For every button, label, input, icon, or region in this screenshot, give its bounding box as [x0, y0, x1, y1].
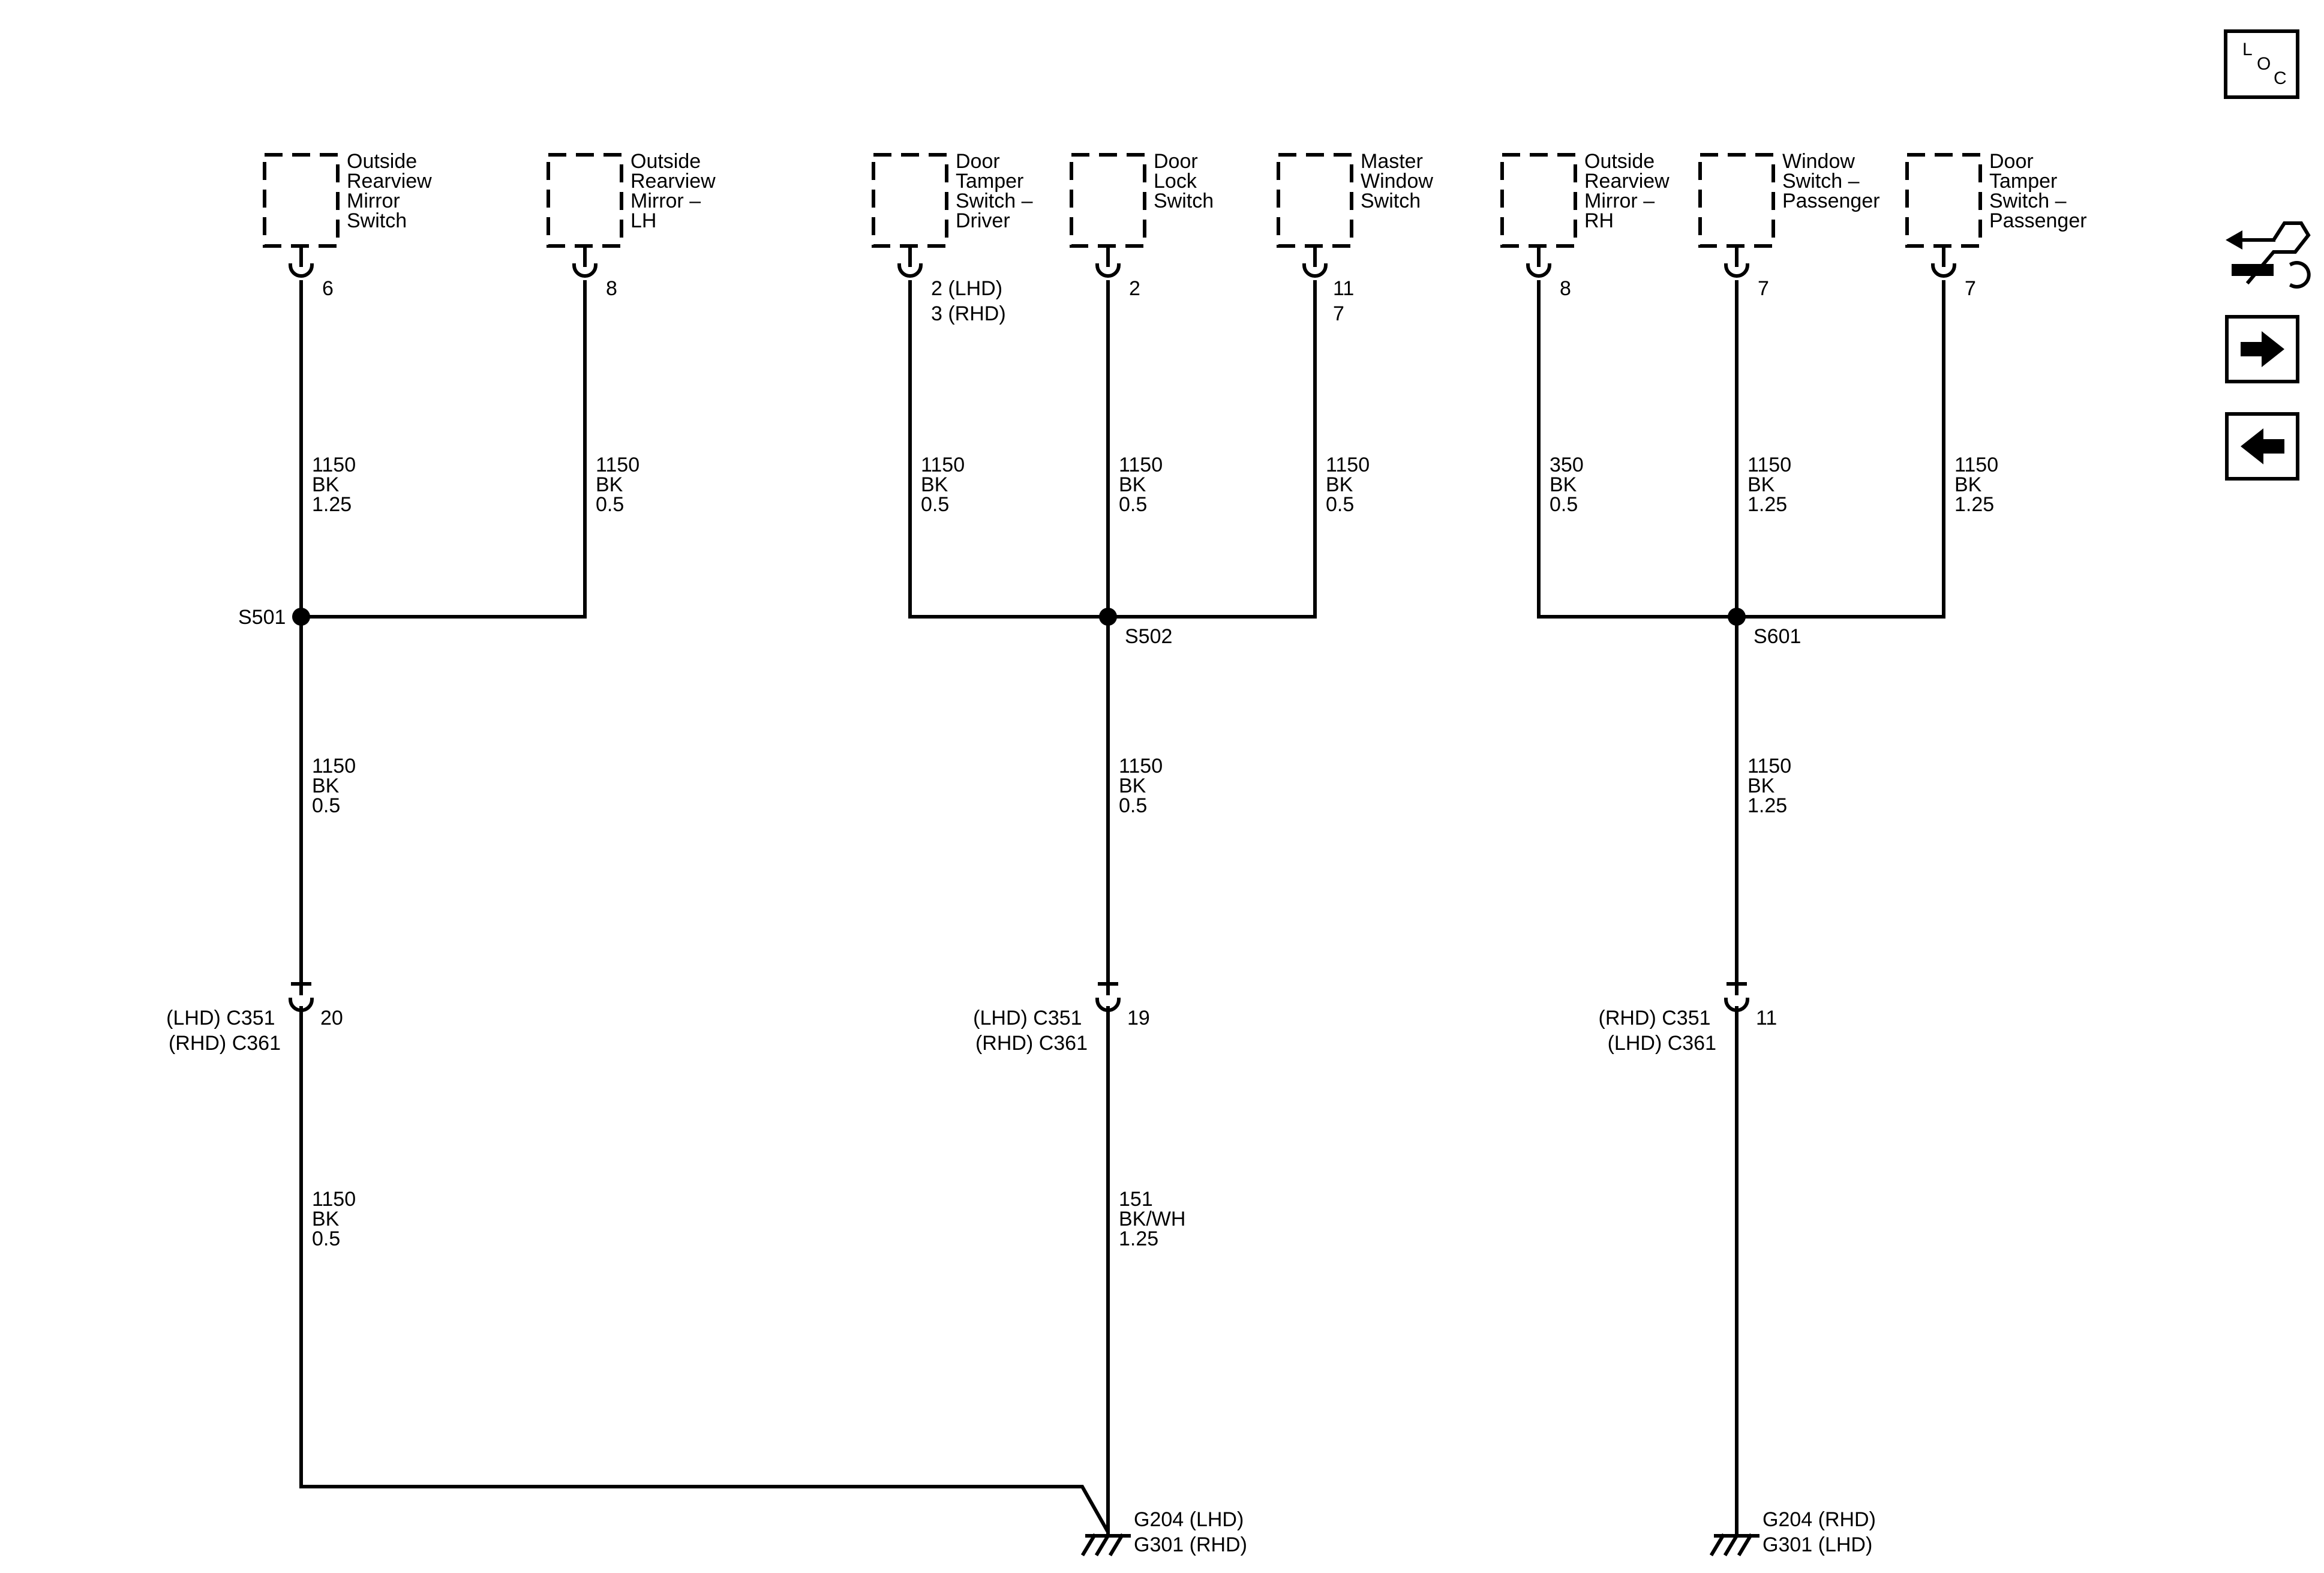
wires [299, 280, 1945, 1538]
component-box[interactable] [1277, 153, 1353, 248]
connector-label: (LHD) C351 (RHD) C361 [973, 1007, 1088, 1055]
arrow-right-icon [2241, 331, 2284, 367]
splice-dot[interactable] [1728, 608, 1746, 626]
back-button[interactable] [2225, 412, 2299, 481]
inline-connector-icon[interactable] [1724, 975, 1750, 1012]
component-label: Outside Rearview Mirror Switch [347, 150, 437, 232]
component-label: Door Lock Switch [1154, 150, 1214, 212]
loc-letter: O [2257, 54, 2271, 74]
ground-label: G204 (LHD) G301 (RHD) [1134, 1508, 1250, 1556]
component-label: Outside Rearview Mirror – RH [1584, 150, 1675, 232]
component-box[interactable] [1070, 153, 1146, 248]
connector-pin: 11 [1756, 1007, 1777, 1029]
component-label: Outside Rearview Mirror – LH [630, 150, 721, 232]
pin-number: 2 [1129, 277, 1140, 300]
component-box[interactable] [1905, 153, 1982, 248]
connector-cup-icon [1302, 263, 1328, 278]
pin-number: 7 [1965, 277, 1976, 300]
connector-cup-icon [1724, 263, 1750, 278]
splice-dot[interactable] [1099, 608, 1117, 626]
connector-cup-icon [288, 263, 314, 278]
component-locator-icon[interactable] [2226, 221, 2311, 289]
loc-letter: L [2242, 40, 2253, 59]
connector-cup-icon [1526, 263, 1552, 278]
pin-number: 7 [1758, 277, 1769, 300]
pin-number: 11 7 [1333, 277, 1360, 325]
inline-connector-icon[interactable] [1095, 975, 1121, 1012]
nav-panel: L O C [2224, 29, 2311, 481]
grounds: G204 (LHD) G301 (RHD) G204 (RHD) G301 (L… [1080, 1508, 1881, 1557]
component-box[interactable] [263, 153, 340, 248]
component-label: Master Window Switch [1361, 150, 1439, 212]
pin-number: 8 [1560, 277, 1571, 300]
ground-label: G204 (RHD) G301 (LHD) [1762, 1508, 1881, 1556]
arrow-left-icon [2241, 428, 2284, 464]
connector-cup-icon [572, 263, 598, 278]
component-label: Window Switch – Passenger [1782, 150, 1880, 212]
inline-connectors: (LHD) C351 (RHD) C361 20 (LHD) C351 (RHD… [166, 975, 1777, 1055]
component-box[interactable] [547, 153, 623, 248]
pin-connectors [288, 244, 1957, 278]
connector-label: (LHD) C351 (RHD) C361 [166, 1007, 281, 1055]
loc-letter: C [2274, 68, 2287, 88]
component-label: Door Tamper Switch – Driver [956, 150, 1038, 232]
splice-label: S601 [1753, 625, 1801, 648]
pin-number: 2 (LHD) 3 (RHD) [931, 277, 1008, 325]
component-box[interactable] [1500, 153, 1577, 248]
component-box[interactable] [1698, 153, 1775, 248]
wire-s501-to-ground[interactable] [299, 1006, 1110, 1534]
component-box[interactable] [872, 153, 948, 248]
components: Outside Rearview Mirror Switch Outside R… [263, 150, 2087, 325]
connector-pin: 19 [1127, 1007, 1150, 1029]
inline-connector-icon[interactable] [288, 975, 314, 1012]
connector-cup-icon [897, 263, 923, 278]
splice-label: S501 [238, 606, 286, 629]
pin-number: 6 [322, 277, 334, 300]
connector-cup-icon [1095, 263, 1121, 278]
component-label: Door Tamper Switch – Passenger [1989, 150, 2087, 232]
splice-label: S502 [1125, 625, 1172, 648]
pin-number: 8 [606, 277, 617, 300]
forward-button[interactable] [2225, 315, 2299, 383]
connector-cup-icon [1930, 263, 1957, 278]
splice-dot[interactable] [292, 608, 310, 626]
ground-icon[interactable] [1709, 1533, 1759, 1557]
ground-icon[interactable] [1080, 1533, 1131, 1557]
loc-button[interactable]: L O C [2224, 29, 2299, 99]
connector-pin: 20 [320, 1007, 343, 1029]
splices: S501 S502 S601 [238, 606, 1801, 648]
connector-label: (RHD) C351 (LHD) C361 [1599, 1007, 1717, 1055]
